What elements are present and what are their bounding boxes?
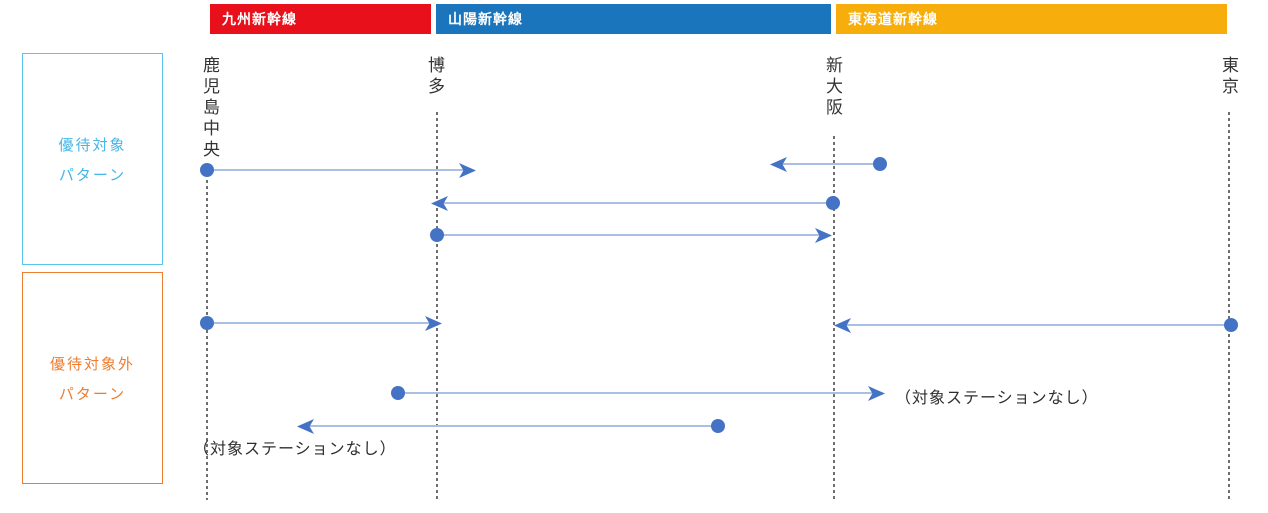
station-label-hakata: 博多 [425, 56, 444, 98]
station-label-tokyo: 東京 [1219, 56, 1238, 98]
noneligible-tokyo-to-shin-osaka-line [846, 324, 1231, 326]
eligible-hakata-to-shin-osaka-line [437, 234, 820, 236]
origin-dot [200, 163, 214, 177]
origin-dot [873, 157, 887, 171]
pattern-box-label-line2: パターン [58, 385, 127, 403]
legend-bar-tokaido-shinkansen: 東海道新幹線 [836, 4, 1227, 34]
eligible-shin-osaka-to-hakata-line [443, 202, 833, 204]
origin-dot [826, 196, 840, 210]
note-no-target-station-left: （対象ステーションなし） [193, 441, 397, 458]
legend-bar-sanyo-shinkansen: 山陽新幹線 [436, 4, 831, 34]
origin-dot [711, 419, 725, 433]
station-line-kagoshima-chuo [206, 180, 208, 500]
legend-bar-label: 山陽新幹線 [448, 11, 523, 27]
pattern-box-non-eligible: 優待対象外 パターン [22, 272, 163, 484]
legend-bar-label: 東海道新幹線 [848, 11, 938, 27]
origin-dot [391, 386, 405, 400]
legend-bar-label: 九州新幹線 [222, 11, 297, 27]
eligible-westbound-across-shin-osaka-line [782, 163, 880, 165]
noneligible-mid-sanyo-westbound-line [309, 425, 718, 427]
origin-dot [200, 316, 214, 330]
station-label-kagoshima-chuo: 鹿児島中央 [200, 56, 219, 161]
origin-dot [430, 228, 444, 242]
noneligible-mid-kyushu-past-shin-osaka-line [398, 392, 873, 394]
note-no-target-station-right: （対象ステーションなし） [895, 390, 1099, 407]
noneligible-kagoshima-chuo-to-hakata-line [207, 322, 430, 324]
station-label-shin-osaka: 新大阪 [823, 56, 842, 119]
station-line-shin-osaka [833, 136, 835, 500]
legend-bar-kyushu-shinkansen: 九州新幹線 [210, 4, 431, 34]
station-line-hakata [436, 112, 438, 500]
pattern-box-label-line2: パターン [58, 166, 127, 184]
pattern-box-eligible: 優待対象 パターン [22, 53, 163, 265]
pattern-box-label-line1: 優待対象外 [49, 355, 135, 373]
station-line-tokyo [1228, 112, 1230, 500]
pattern-box-label-line1: 優待対象 [58, 136, 127, 154]
eligible-kagoshima-chuo-to-hakata-line [207, 169, 464, 171]
origin-dot [1224, 318, 1238, 332]
